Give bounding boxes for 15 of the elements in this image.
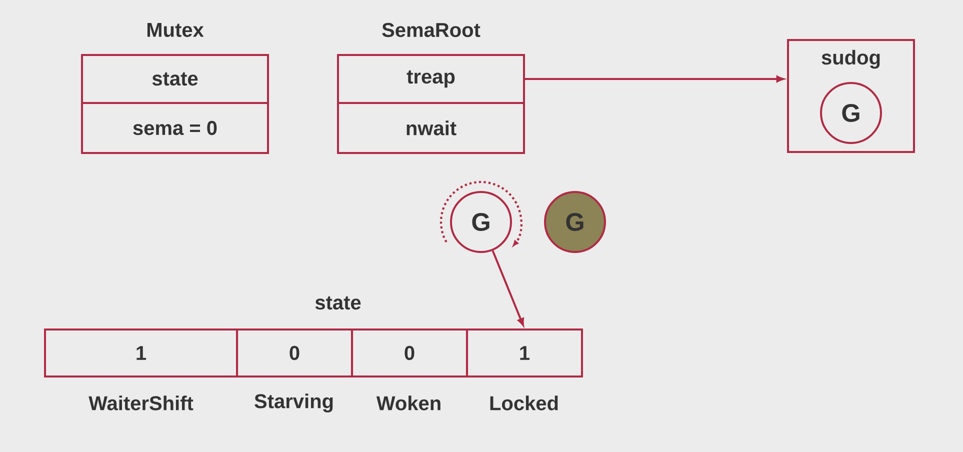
field-cell: 0 — [351, 328, 468, 378]
field-cell: 1 — [44, 328, 238, 378]
field-cell: nwait — [337, 102, 525, 154]
label: state — [315, 296, 361, 310]
label: WaiterShift — [88, 396, 194, 410]
field-cell: state — [81, 54, 269, 104]
field-cell: 1 — [466, 328, 583, 378]
arrow — [525, 76, 784, 82]
field-cell: 0 — [236, 328, 353, 378]
field-cell: treap — [337, 54, 525, 104]
field-cell: sema = 0 — [81, 102, 269, 154]
arrow — [492, 250, 524, 326]
label: Starving — [254, 394, 333, 412]
label: Locked — [490, 396, 558, 410]
label: Woken — [376, 396, 440, 410]
